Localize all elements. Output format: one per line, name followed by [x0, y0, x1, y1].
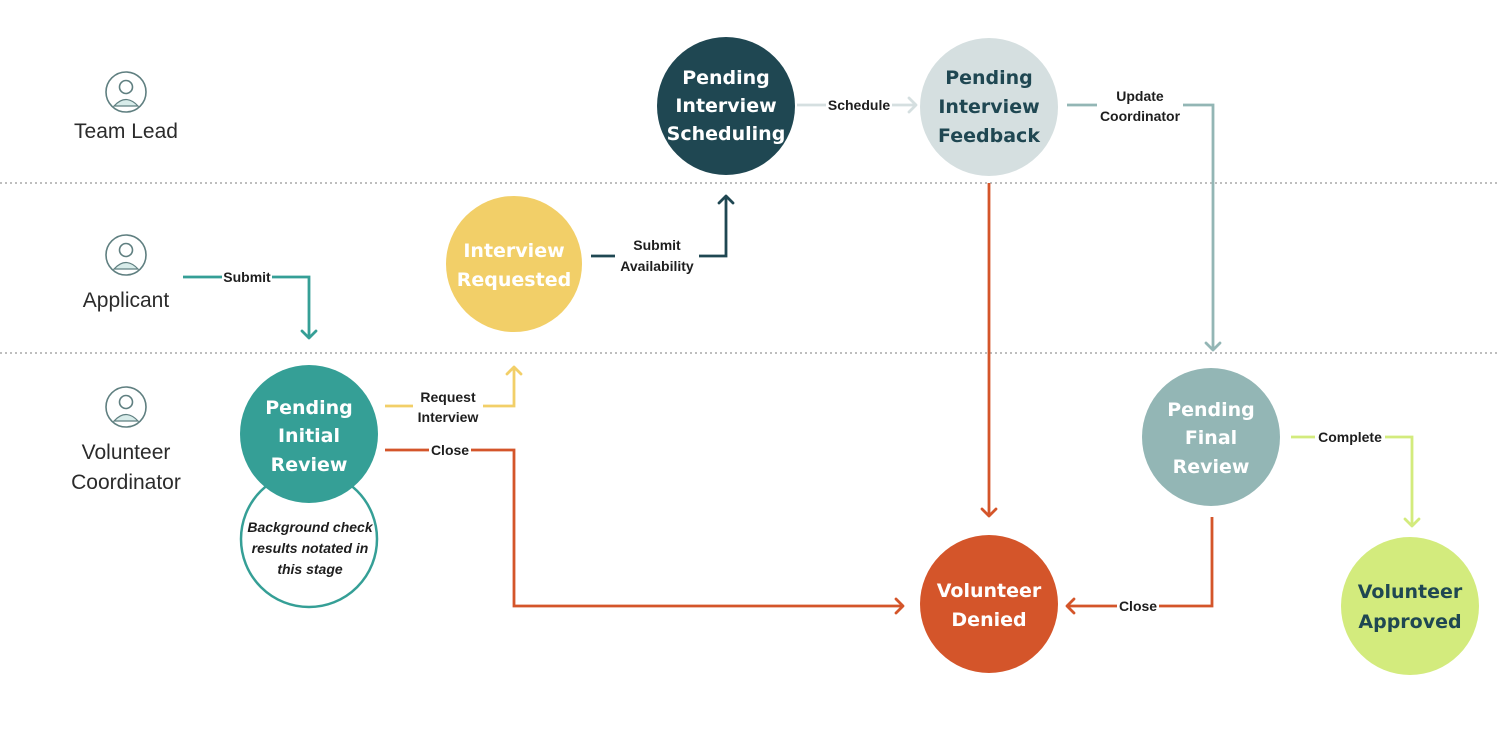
node-label: Review: [271, 454, 348, 476]
note-background-check-note: Background check results notated in this s…: [239, 469, 379, 609]
user-icon: [105, 234, 147, 276]
node-label: Scheduling: [667, 123, 786, 145]
edge-label: Coordinator: [1100, 108, 1181, 124]
node-label: Interview: [463, 240, 564, 262]
node-label: Volunteer: [1358, 581, 1463, 603]
edge-label: Availability: [620, 258, 694, 274]
lane-label: Coordinator: [71, 471, 181, 494]
node-circle: [657, 37, 795, 175]
user-icon: [105, 386, 147, 428]
edge-submit: Submit: [183, 267, 318, 340]
lane-label: Volunteer: [82, 441, 171, 464]
arrow-head: [1065, 597, 1076, 615]
node-label: Pending: [945, 67, 1033, 89]
edge-label: Submit: [223, 269, 271, 285]
node-circle: [446, 196, 582, 332]
node-circle: [920, 535, 1058, 673]
edge-feedback-deny: [980, 183, 998, 518]
node-label: Feedback: [938, 125, 1040, 147]
arrow-head: [1204, 341, 1222, 352]
lane-applicant: Applicant: [83, 234, 170, 312]
arrow-head: [717, 194, 735, 205]
connector-line: [385, 448, 903, 608]
arrow-head: [505, 365, 523, 376]
edge-label: Update: [1116, 88, 1164, 104]
lane-team-lead: Team Lead: [74, 71, 178, 143]
node-circle: [1341, 537, 1479, 675]
node-label: Approved: [1358, 611, 1461, 633]
edge-label: Complete: [1318, 429, 1382, 445]
node-label: Pending: [265, 397, 353, 419]
lane-label: Applicant: [83, 289, 170, 312]
edge-schedule: Schedule: [797, 95, 918, 115]
node-label: Denied: [951, 609, 1026, 631]
note-text: results notated in: [252, 540, 369, 556]
node-label: Initial: [278, 425, 340, 447]
node-label: Review: [1173, 456, 1250, 478]
arrow-head: [907, 96, 918, 114]
edge-label: Submit: [633, 237, 681, 253]
node-circle: [240, 365, 378, 503]
node-circle: [1142, 368, 1280, 506]
node-label: Interview: [938, 96, 1039, 118]
edge-close-initial: Close: [385, 440, 905, 615]
edge-label: Request: [420, 389, 476, 405]
arrow-head: [894, 597, 905, 615]
connector-line: [1067, 517, 1214, 608]
arrow-head: [300, 329, 318, 340]
node-label: Final: [1185, 427, 1237, 449]
lane-label: Team Lead: [74, 120, 178, 143]
edge-label: Close: [1119, 598, 1157, 614]
node-label: Requested: [457, 269, 571, 291]
node-label: Interview: [675, 95, 776, 117]
edge-label: Interview: [418, 409, 479, 425]
node-label: Pending: [1167, 399, 1255, 421]
connector-line: [1291, 435, 1414, 526]
connector-line: [1067, 103, 1215, 350]
note-text: this stage: [277, 561, 343, 577]
node-circle: [920, 38, 1058, 176]
node-label: Pending: [682, 67, 770, 89]
arrow-head: [980, 507, 998, 518]
note-text: Background check: [247, 519, 373, 535]
node-label: Volunteer: [937, 580, 1042, 602]
edge-label: Close: [431, 442, 469, 458]
user-icon: [105, 71, 147, 113]
edge-complete: Complete: [1291, 427, 1421, 528]
edge-label: Schedule: [828, 97, 890, 113]
edge-close-final: Close: [1065, 517, 1214, 616]
arrow-head: [1403, 517, 1421, 528]
